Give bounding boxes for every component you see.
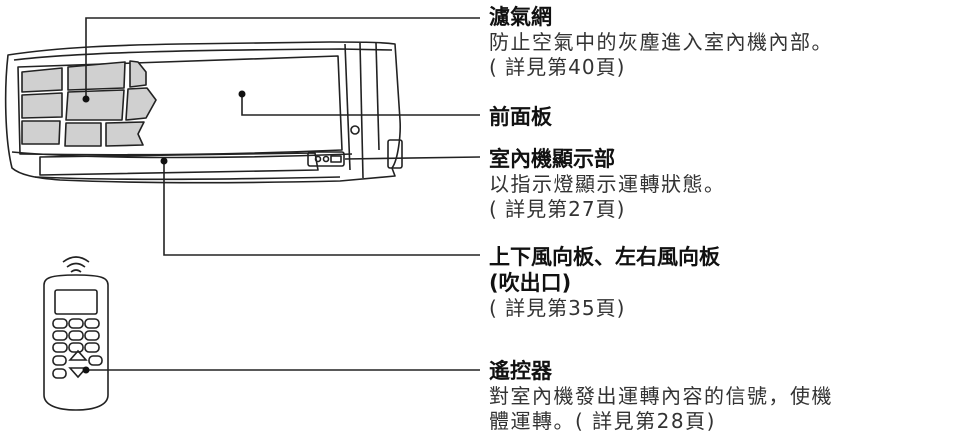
leader-dots bbox=[82, 90, 246, 374]
callout-display: 室內機顯示部 以指示燈顯示運轉狀態。 ( 詳見第27頁) bbox=[489, 146, 959, 222]
louver-title-outlet: (吹出口) bbox=[489, 271, 572, 295]
callout-louver: 上下風向板、左右風向板 (吹出口) ( 詳見第35頁) bbox=[489, 244, 959, 321]
louver-ref: ( 詳見第35頁) bbox=[489, 296, 626, 320]
indoor-unit bbox=[4, 41, 403, 184]
filter-desc: 防止空氣中的灰塵進入室內機內部。 bbox=[489, 30, 833, 54]
remote-title: 遙控器 bbox=[489, 359, 552, 383]
display-desc: 以指示燈顯示運轉狀態。 bbox=[489, 172, 726, 196]
callout-remote: 遙控器 對室內機發出運轉內容的信號，使機 體運轉。( 詳見第28頁) bbox=[489, 358, 959, 434]
front-panel-title: 前面板 bbox=[489, 105, 552, 129]
display-title: 室內機顯示部 bbox=[489, 147, 615, 171]
filter-ref: ( 詳見第40頁) bbox=[489, 55, 626, 79]
remote-desc-2: 體運轉。( 詳見第28頁) bbox=[489, 409, 716, 433]
leader-lines bbox=[85, 17, 481, 371]
filter-panels bbox=[21, 60, 157, 147]
callout-front-panel: 前面板 bbox=[489, 104, 959, 130]
louver-title: 上下風向板、左右風向板 bbox=[489, 245, 720, 269]
filter-title: 濾氣網 bbox=[489, 5, 552, 29]
callout-filter: 濾氣網 防止空氣中的灰塵進入室內機內部。 ( 詳見第40頁) bbox=[489, 4, 959, 80]
remote-control bbox=[43, 256, 109, 411]
remote-desc: 對室內機發出運轉內容的信號，使機 bbox=[489, 384, 833, 408]
display-ref: ( 詳見第27頁) bbox=[489, 197, 626, 221]
